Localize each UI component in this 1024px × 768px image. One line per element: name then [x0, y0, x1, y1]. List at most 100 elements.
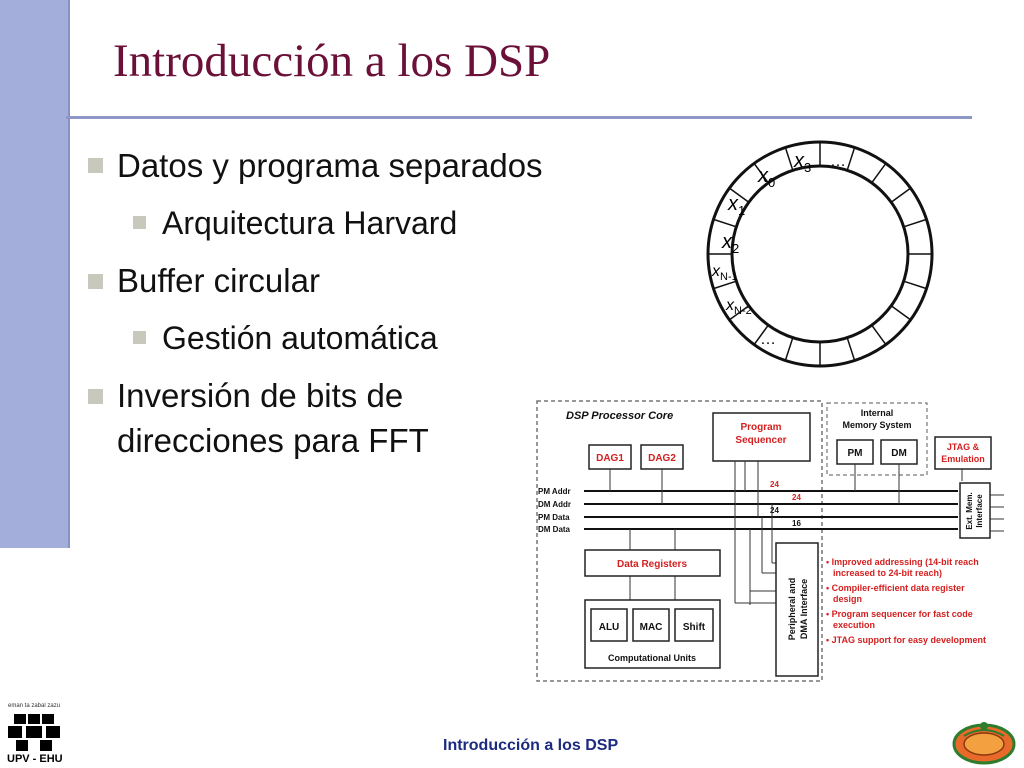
- bullet-text-continuation: direcciones para FFT: [117, 422, 429, 459]
- bus-width: 24: [792, 493, 801, 502]
- feature-item: design: [833, 594, 862, 604]
- feature-item: increased to 24-bit reach): [833, 568, 942, 578]
- bus-width: 16: [792, 519, 801, 528]
- buffer-slot-divider: [713, 218, 737, 228]
- bus-lines: [584, 490, 958, 530]
- program-sequencer-label: Sequencer: [735, 435, 786, 446]
- internal-memory-label: Internal: [861, 408, 894, 418]
- bullet-marker: [88, 389, 103, 404]
- program-sequencer-label: Program: [740, 422, 781, 433]
- alu-box: [590, 608, 628, 642]
- feature-item: • Program sequencer for fast code: [826, 609, 973, 619]
- ext-mem-interface-box: [959, 482, 991, 539]
- sub-bullet-text: Arquitectura Harvard: [162, 205, 458, 241]
- buffer-slot-divider: [846, 147, 856, 171]
- buffer-slot-divider: [871, 162, 887, 184]
- mac-box: [632, 608, 670, 642]
- bullet-text: Inversión de bits de: [117, 377, 404, 414]
- buffer-label: x3: [793, 150, 811, 175]
- bullet-text: Buffer circular: [117, 262, 320, 299]
- internal-memory-outline: [826, 402, 928, 476]
- slide-title: Introducción a los DSP: [113, 35, 551, 87]
- computational-units-label: Computational Units: [608, 653, 696, 663]
- dm-box: [880, 439, 918, 465]
- processor-core-outline: [536, 400, 823, 682]
- buffer-slot-divider: [784, 147, 794, 171]
- buffer-slot-divider: [903, 218, 927, 228]
- footer-title: Introducción a los DSP: [443, 737, 619, 754]
- ext-mem-label: Interface: [975, 494, 984, 528]
- peripheral-dma-box: [775, 542, 819, 677]
- logo-label: UPV - EHU: [7, 753, 63, 765]
- sidebar-edge: [68, 0, 70, 548]
- feature-item: • Improved addressing (14-bit reach: [826, 557, 979, 567]
- decorative-seal-icon: [952, 722, 1016, 765]
- buffer-label: xN-2: [725, 297, 752, 317]
- data-registers-label: Data Registers: [617, 559, 687, 570]
- buffer-slot-divider: [871, 324, 887, 346]
- internal-memory-label: Memory System: [842, 420, 911, 430]
- buffer-ellipsis: …: [760, 331, 776, 348]
- bus-width: 24: [770, 480, 779, 489]
- buffer-ring-circle: [706, 140, 934, 368]
- peripheral-label: Peripheral and: [787, 578, 797, 641]
- bullet-marker: [88, 274, 103, 289]
- feature-item: execution: [833, 620, 875, 630]
- alu-label: ALU: [599, 622, 620, 633]
- jtag-label: JTAG &: [947, 442, 980, 452]
- processor-block-diagram: DSP Processor Core Program Sequencer DAG…: [536, 400, 1004, 682]
- buffer-label: xN-1: [711, 263, 738, 283]
- buffer-slot-divider: [903, 280, 927, 290]
- buffer-label: x0: [757, 165, 775, 190]
- buffer-ring-circle: [730, 164, 910, 344]
- mac-label: MAC: [640, 622, 663, 633]
- upv-ehu-logo-icon: [8, 714, 60, 751]
- buffer-slot-divider: [890, 305, 912, 321]
- peripheral-label-group: Peripheral and DMA Interface: [787, 578, 809, 641]
- logo-tagline: eman ta zabal zazu: [8, 703, 61, 709]
- connection-lines: [609, 461, 963, 605]
- bus-label: DM Data: [538, 525, 571, 534]
- sub-bullet-marker: [133, 216, 146, 229]
- data-registers-box: [584, 549, 721, 577]
- dag1-box: [588, 444, 632, 470]
- buffer-slot-divider: [890, 187, 912, 203]
- program-sequencer-box: [712, 412, 811, 462]
- buffer-slot-divider: [728, 305, 750, 321]
- buffer-ellipsis: …: [830, 153, 846, 170]
- ext-mem-arrows: [990, 494, 1004, 532]
- dag2-label: DAG2: [648, 453, 676, 464]
- jtag-label: Emulation: [941, 454, 985, 464]
- core-title: DSP Processor Core: [566, 410, 673, 422]
- buffer-slot-divider: [846, 337, 856, 361]
- buffer-ring: [706, 140, 934, 368]
- shift-label: Shift: [683, 622, 706, 633]
- feature-item: • Compiler-efficient data register: [826, 583, 965, 593]
- bus-width: 24: [770, 506, 779, 515]
- pm-label: PM: [848, 448, 863, 459]
- buffer-slot-divider: [728, 187, 750, 203]
- computational-units-outline: [584, 599, 721, 669]
- sub-bullet-text: Gestión automática: [162, 320, 438, 356]
- bullet-marker: [88, 158, 103, 173]
- sub-bullet-marker: [133, 331, 146, 344]
- dm-label: DM: [891, 448, 907, 459]
- buffer-label: x2: [721, 231, 739, 256]
- bullet-text: Datos y programa separados: [117, 147, 543, 184]
- feature-list: • Improved addressing (14-bit reach incr…: [826, 557, 986, 645]
- sidebar-band: [0, 0, 68, 548]
- buffer-label: x1: [727, 193, 745, 218]
- ext-mem-label: Ext. Mem.: [965, 492, 974, 529]
- buffer-slot-divider: [713, 280, 737, 290]
- shift-box: [674, 608, 714, 642]
- dag1-label: DAG1: [596, 453, 624, 464]
- circular-buffer-diagram: x2 x1 x0 x3 … xN-1 xN-2 …: [706, 140, 934, 368]
- ext-mem-label-group: Ext. Mem. Interface: [965, 492, 984, 529]
- buffer-slot-divider: [784, 337, 794, 361]
- buffer-slot-divider: [753, 324, 769, 346]
- peripheral-label: DMA Interface: [799, 579, 809, 639]
- jtag-box: [934, 436, 992, 470]
- bus-label: DM Addr: [538, 500, 571, 509]
- bus-label: PM Addr: [538, 487, 571, 496]
- bus-label: PM Data: [538, 513, 570, 522]
